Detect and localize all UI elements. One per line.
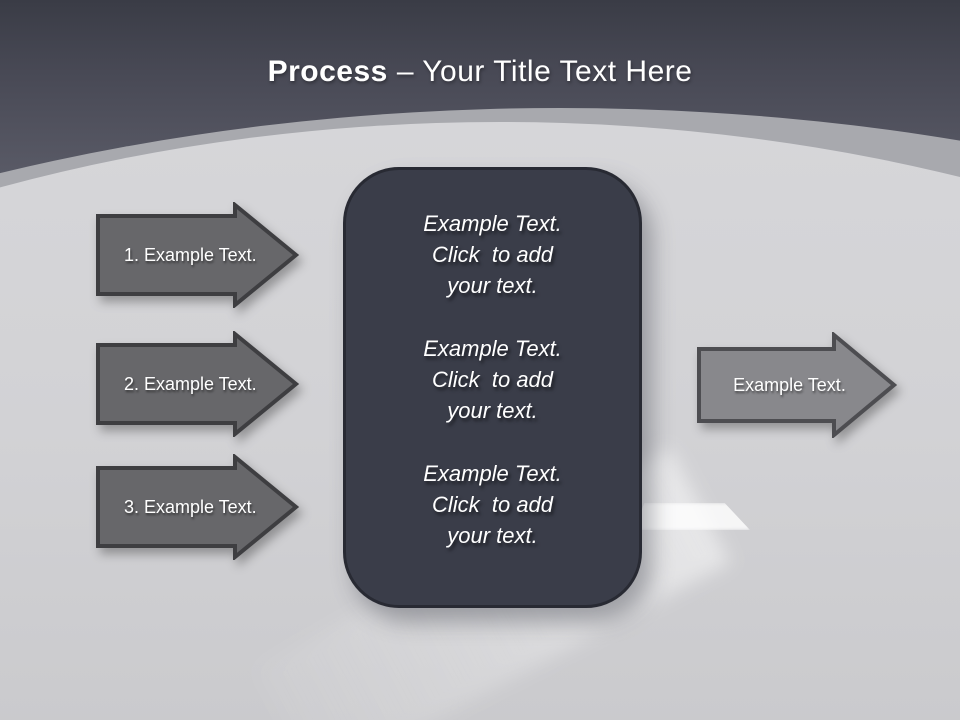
placeholder-line: Click to add bbox=[431, 242, 554, 267]
placeholder-line: Example Text. bbox=[423, 461, 562, 486]
step-arrow-1[interactable]: 1. Example Text. bbox=[95, 202, 300, 308]
placeholder-line: your text. bbox=[447, 273, 538, 298]
center-text-panel[interactable]: Example Text. Click to add your text. Ex… bbox=[343, 167, 642, 608]
center-text-panel-content: Example Text. Click to add your text. Ex… bbox=[346, 170, 639, 605]
arrow-right-shape-icon bbox=[96, 454, 300, 560]
slide-title[interactable]: Process– Your Title Text Here bbox=[0, 55, 960, 89]
step-arrow-2[interactable]: 2. Example Text. bbox=[95, 331, 300, 437]
step-arrow-3[interactable]: 3. Example Text. bbox=[95, 454, 300, 560]
arrow-right-shape-icon bbox=[697, 332, 897, 438]
placeholder-line: Example Text. bbox=[423, 211, 562, 236]
slide-title-rest: – Your Title Text Here bbox=[396, 55, 693, 88]
placeholder-line: your text. bbox=[447, 523, 538, 548]
placeholder-text-block[interactable]: Example Text. Click to add your text. bbox=[423, 208, 562, 301]
placeholder-line: Example Text. bbox=[423, 336, 562, 361]
placeholder-line: Click to add bbox=[431, 492, 554, 517]
arrow-right-shape-icon bbox=[96, 331, 300, 437]
placeholder-text-block[interactable]: Example Text. Click to add your text. bbox=[423, 333, 562, 426]
placeholder-line: your text. bbox=[447, 398, 538, 423]
arrow-right-shape-icon bbox=[96, 202, 300, 308]
slide-title-keyword: Process bbox=[267, 55, 388, 88]
placeholder-line: Click to add bbox=[431, 367, 554, 392]
placeholder-text-block[interactable]: Example Text. Click to add your text. bbox=[423, 458, 562, 551]
output-arrow[interactable]: Example Text. bbox=[696, 332, 897, 438]
